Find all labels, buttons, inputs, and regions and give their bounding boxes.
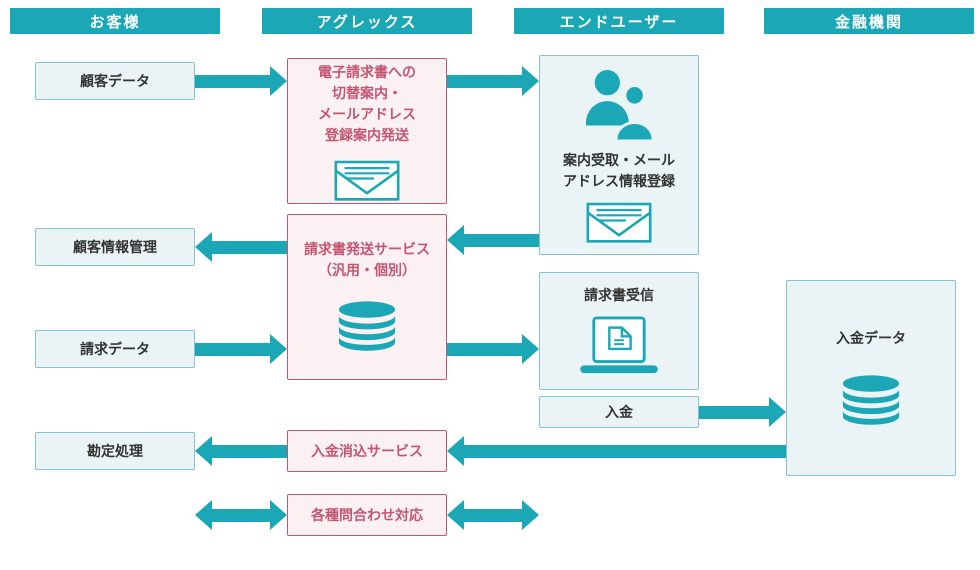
arrow-shaft [447,74,522,88]
arrow-invoice-service-to-invoice-receive [447,334,539,364]
arrow-head-right [270,334,287,364]
arrow-switch-guidance-to-enduser [447,66,539,96]
arrow-head-left [195,232,212,262]
customer-data-label: 顧客データ [80,72,150,89]
arrow-shaft [464,233,539,247]
arrow-head-right [522,500,539,530]
column-header-agrex: アグレックス [262,8,472,34]
invoice-dispatch-service-label: 請求書発送サービス （汎用・個別） [304,241,430,278]
arrow-head-right [769,397,786,427]
arrow-head-left [195,500,212,530]
arrow-shaft [464,444,786,458]
arrow-bank-to-reconciliation [447,436,786,466]
invoice-receive-box: 請求書受信 [539,272,699,390]
payment-reconciliation-label: 入金消込サービス [311,442,423,459]
database-icon [842,374,900,425]
payment-data-box: 入金データ [786,280,956,476]
arrow-billing-data-to-invoice-service [195,334,287,364]
account-processing-box: 勘定処理 [35,432,195,470]
arrow-shaft [464,508,522,522]
database-icon [338,301,396,351]
column-header-bank: 金融機関 [764,8,974,34]
arrow-shaft [212,240,287,254]
envelope-icon [334,160,400,201]
envelope-icon [586,202,652,243]
arrow-shaft [195,342,270,356]
arrow-head-right [522,66,539,96]
arrow-head-left [195,436,212,466]
arrow-head-right [270,66,287,96]
guidance-receipt-label: 案内受取・メール アドレス情報登録 [563,151,675,189]
switch-guidance-label: 電子請求書への 切替案内・ メールアドレス 登録案内発送 [318,63,416,143]
customer-info-mgmt-box: 顧客情報管理 [35,228,195,266]
arrow-invoice-service-to-customer-info [195,232,287,262]
customer-data-box: 顧客データ [35,62,195,100]
arrow-enduser-registration-to-invoice-service [447,225,539,255]
billing-data-box: 請求データ [35,330,195,368]
arrow-inquiry-enduser-bidirectional [447,500,539,530]
account-processing-label: 勘定処理 [87,442,143,459]
arrow-head-right [522,334,539,364]
arrow-shaft [699,405,769,419]
column-header-enduser: エンドユーザー [514,8,724,34]
arrow-head-left [447,436,464,466]
arrow-head-right [270,500,287,530]
arrow-payment-to-payment-data [699,397,786,427]
users-icon [585,69,654,142]
payment-reconciliation-box: 入金消込サービス [287,430,447,472]
arrow-shaft [447,342,522,356]
invoice-receive-label: 請求書受信 [584,286,654,303]
invoice-dispatch-service-box: 請求書発送サービス （汎用・個別） [287,214,447,380]
inquiry-support-label: 各種問合わせ対応 [311,506,423,523]
arrow-shaft [195,74,270,88]
arrow-reconciliation-to-account [195,436,287,466]
arrow-head-left [447,500,464,530]
switch-guidance-box: 電子請求書への 切替案内・ メールアドレス 登録案内発送 [287,58,447,204]
payment-box: 入金 [539,396,699,428]
laptop-icon [580,315,658,373]
payment-label: 入金 [605,403,633,420]
arrow-shaft [212,444,287,458]
guidance-receipt-box: 案内受取・メール アドレス情報登録 [539,55,699,255]
arrow-customer-data-to-switch-guidance [195,66,287,96]
arrow-inquiry-customer-bidirectional [195,500,287,530]
arrow-shaft [212,508,270,522]
inquiry-support-box: 各種問合わせ対応 [287,494,447,536]
billing-data-label: 請求データ [80,340,150,357]
payment-data-label: 入金データ [836,329,906,346]
column-header-customer: お客様 [10,8,220,34]
customer-info-mgmt-label: 顧客情報管理 [73,238,157,255]
arrow-head-left [447,225,464,255]
